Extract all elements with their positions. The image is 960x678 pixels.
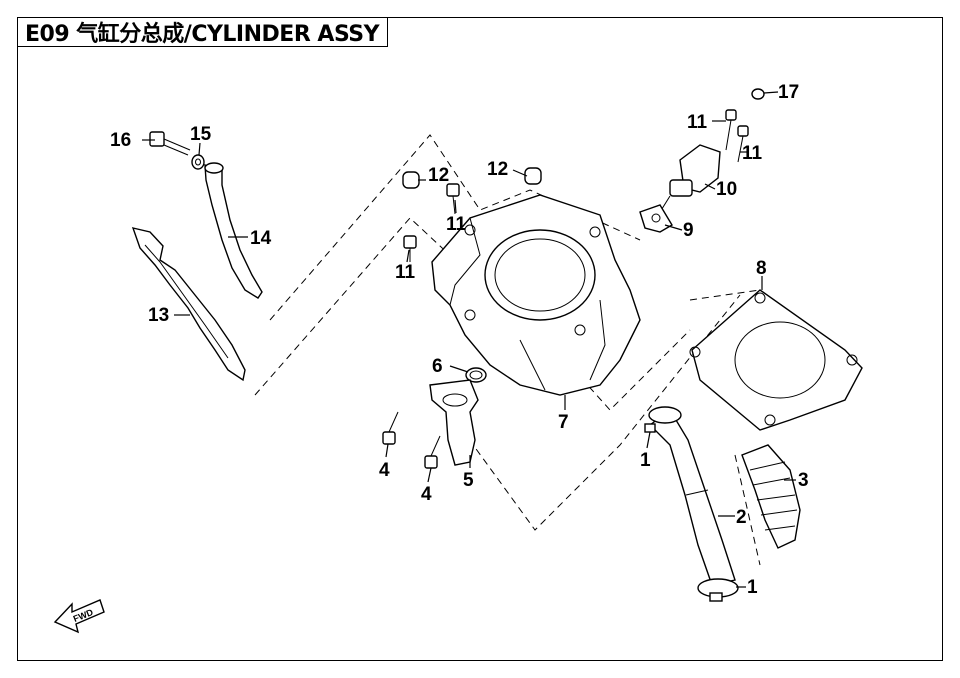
leader-lines [142, 91, 796, 588]
callout-10: 10 [716, 179, 737, 200]
callout-9: 9 [683, 220, 694, 241]
cylinder-block-part-7 [431, 194, 641, 396]
callout-labels: 16 15 14 13 12 12 11 11 11 11 17 10 9 8 … [110, 82, 809, 598]
bolt-part-11b [403, 235, 417, 262]
callout-2: 2 [736, 507, 747, 528]
callout-12-left: 12 [428, 165, 449, 186]
water-hose-part-2 [648, 408, 736, 586]
pivot-bolt-part-16 [149, 131, 191, 156]
water-pipe-joint-part-5 [429, 379, 479, 466]
chain-guide-part-13 [131, 227, 246, 382]
bolt-part-11c [725, 109, 737, 151]
assembly-dashed-lines [254, 134, 761, 566]
dowel-pin-part-12a [402, 171, 420, 189]
callout-14: 14 [250, 228, 272, 249]
cam-chain-tensioner-part-10 [659, 144, 721, 213]
callout-7: 7 [558, 412, 569, 433]
callout-4-right: 4 [421, 484, 432, 505]
callout-6: 6 [432, 356, 443, 377]
hose-clamp-part-1a [644, 406, 682, 433]
tensioner-arm-part-14 [204, 162, 263, 299]
forward-arrow-icon: FWD [53, 599, 105, 634]
o-ring-part-6 [465, 367, 487, 383]
tensioner-gasket-part-9 [639, 204, 673, 233]
callout-15: 15 [190, 124, 212, 145]
bolt-part-11d [737, 125, 749, 163]
callout-11-upper-right: 11 [687, 112, 708, 133]
callout-13: 13 [148, 305, 169, 326]
protective-sleeve-part-3 [741, 444, 801, 549]
bolt-part-4b [424, 435, 441, 469]
callout-1-lower: 1 [747, 577, 758, 598]
callout-1-upper: 1 [640, 450, 651, 471]
diagram-frame [17, 17, 943, 661]
bolt-part-4a [382, 411, 399, 445]
diagram-title: E09 气缸分总成/CYLINDER ASSY [17, 17, 389, 47]
washer-part-15 [191, 154, 205, 170]
hose-clamp-part-1b [697, 578, 739, 602]
callout-5: 5 [463, 470, 474, 491]
callout-12-right: 12 [487, 159, 508, 180]
plug-part-17 [751, 88, 765, 100]
bolt-part-11a [446, 183, 460, 215]
callout-11-lower-left: 11 [395, 262, 416, 283]
callout-17: 17 [778, 82, 799, 103]
callout-4-left: 4 [379, 460, 390, 481]
callout-8: 8 [756, 258, 767, 279]
cylinder-gasket-part-8 [689, 289, 863, 431]
callout-3: 3 [798, 470, 809, 491]
callout-11-lower-right: 11 [742, 143, 763, 164]
callout-16: 16 [110, 130, 131, 151]
dowel-pin-part-12b [524, 167, 542, 185]
callout-11-upper-left: 11 [446, 214, 467, 235]
